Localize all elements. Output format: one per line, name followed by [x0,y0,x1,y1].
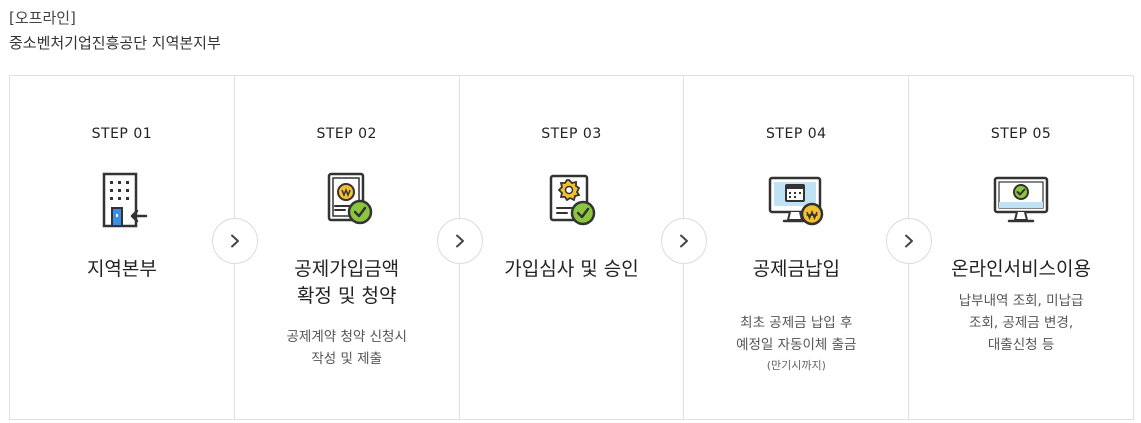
step-description: 최초 공제금 납입 후 예정일 자동이체 출금 (만기시까지) [684,290,908,398]
step-description-text: 최초 공제금 납입 후 예정일 자동이체 출금 [736,315,857,353]
chevron-right-icon [230,234,239,248]
step-title: 지역본부 [86,258,157,280]
document-badge-check-icon [539,168,603,232]
organization-name: 중소벤처기업진흥공단 지역본지부 [9,34,221,52]
monitor-check-icon [989,168,1053,232]
next-step-arrow[interactable] [886,218,933,264]
step-01: STEP 01 지역본부 [10,76,258,419]
step-title: 공제금납입 [752,258,840,280]
step-label: STEP 05 [990,126,1052,142]
next-step-arrow[interactable] [661,218,708,264]
monitor-calendar-coin-icon [764,168,828,232]
step-05: STEP 05 온라인서비스이용 납부내역 조회, 미납급 조회, 공제금 변경… [909,76,1133,419]
step-title: 공제가입금액 확정 및 청약 [294,258,400,307]
certificate-check-icon [315,168,379,232]
chevron-right-icon [905,234,914,248]
step-title: 가입심사 및 승인 [504,258,639,280]
next-step-arrow[interactable] [211,218,258,264]
step-label: STEP 02 [316,126,377,142]
page-header: [오프라인] 중소벤처기업진흥공단 지역본지부 [9,8,221,54]
step-description: 납부내역 조회, 미납급 조회, 공제금 변경, 대출신청 등 [958,293,1084,353]
step-description: 공제계약 청약 신청시 작성 및 제출 [286,329,407,367]
channel-tag: [오프라인] [9,9,76,27]
step-03: STEP 03 가입심사 및 승인 [460,76,708,419]
step-note: (만기시까지) [766,359,826,372]
next-step-arrow[interactable] [436,218,483,264]
chevron-right-icon [455,234,464,248]
step-02: STEP 02 공제가입금액 확정 및 청약 공제계약 청약 신청시 작성 및 … [235,76,483,419]
step-04: STEP 04 공제금납입 최초 공제금 납입 후 예정일 자동이체 출금 (만… [684,76,933,419]
step-label: STEP 04 [766,126,827,142]
chevron-right-icon [680,234,689,248]
building-enter-icon [90,168,154,232]
step-label: STEP 01 [91,126,153,142]
step-title: 온라인서비스이용 [951,258,1091,280]
process-steps: STEP 01 지역본부 STEP 02 [9,75,1134,420]
step-label: STEP 03 [541,126,602,142]
